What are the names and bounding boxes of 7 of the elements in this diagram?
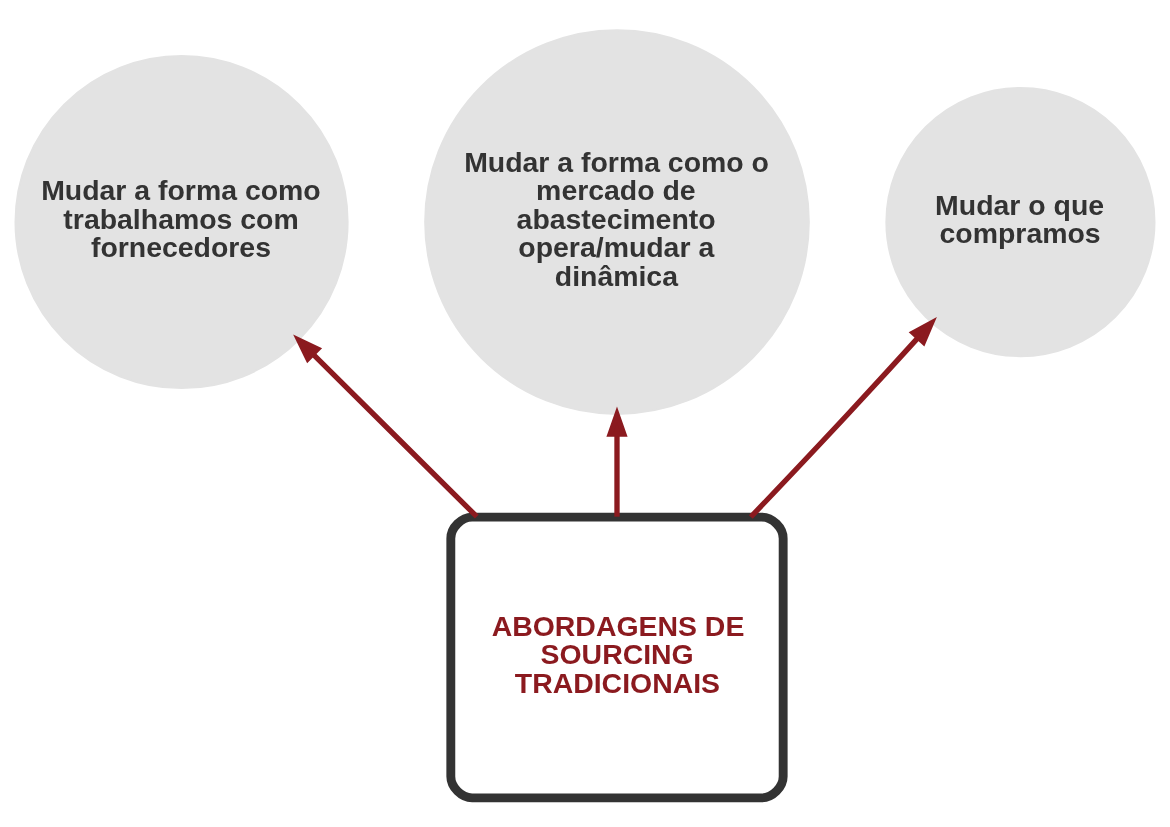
node-box: ABORDAGENS DE SOURCING TRADICIONAIS xyxy=(446,512,788,802)
node-circle: Mudar a forma como trabalhamos com fornecedores xyxy=(14,54,349,389)
node-circle: Mudar o que compramos xyxy=(885,86,1156,357)
arrow xyxy=(748,316,937,519)
arrow xyxy=(293,334,479,519)
arrow xyxy=(606,405,628,517)
node-circle: Mudar a forma como o mercado de abastecimento opera/mudar a dinâmica xyxy=(424,28,810,415)
